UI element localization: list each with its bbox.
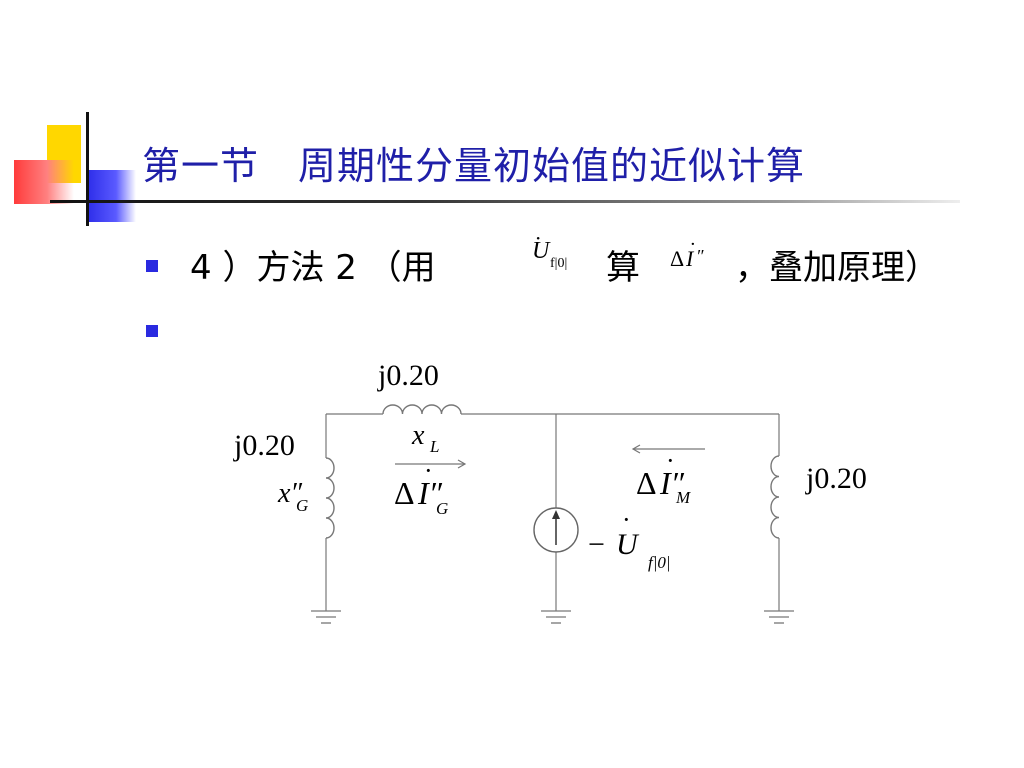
bullet-marker-2 (146, 325, 158, 337)
ground-icon-middle (541, 610, 571, 624)
label-delta-m: Δ (636, 465, 657, 501)
label-ig-sub: G (436, 499, 448, 518)
ground-icon-left (311, 610, 341, 624)
inductor-left (325, 457, 335, 539)
label-im-sub: M (675, 488, 691, 507)
dot-accent: · (666, 446, 675, 475)
logo-red-square (14, 160, 74, 204)
bullet-1-suffix: ，叠加原理） (735, 248, 939, 288)
label-xg-sub: G (296, 496, 308, 515)
label-left-reactance: j0.20 (233, 429, 295, 462)
dot-accent: · (622, 505, 631, 534)
arrow-right-icon (395, 459, 467, 469)
math-u-sub: f|0| (550, 256, 568, 271)
title-underline (50, 200, 960, 203)
math-i-base: I (686, 246, 694, 271)
label-delta-g: Δ (394, 475, 415, 511)
slide-title: 第一节 周期性分量初始值的近似计算 (142, 144, 806, 188)
math-delta-i: Δ · I ″ (670, 234, 730, 280)
inductor-top (382, 404, 462, 415)
label-xl-sub: L (429, 437, 439, 456)
arrow-left-icon (631, 444, 705, 454)
label-source-sign: − (588, 528, 605, 561)
label-im: I″ (659, 465, 685, 501)
bullet-1-prefix: 4 ）方法 2 （用 (190, 248, 436, 288)
math-delta: Δ (670, 246, 685, 271)
dot-accent: · (535, 226, 542, 250)
label-xg: x″ (277, 478, 302, 509)
source-arrow-icon (552, 510, 560, 519)
label-xl: x (411, 420, 425, 451)
math-u-f0: · U f|0| (530, 226, 600, 284)
ground-icon-right (764, 610, 794, 624)
bullet-1-mid: 算 (606, 248, 640, 288)
circuit-wires (325, 413, 780, 611)
dot-accent: · (690, 234, 696, 255)
math-prime: ″ (696, 246, 704, 266)
bullet-marker-1 (146, 260, 158, 272)
label-right-reactance: j0.20 (805, 462, 867, 495)
dot-accent: · (424, 456, 433, 485)
logo-vertical-line (86, 112, 89, 226)
label-top-reactance: j0.20 (377, 359, 439, 392)
label-source-u: U (616, 528, 640, 561)
label-source-sub: f|0| (648, 553, 671, 572)
label-ig: I″ (417, 475, 443, 511)
math-u-base: U (532, 238, 550, 264)
logo-blue-square (86, 170, 136, 222)
inductor-right (770, 455, 780, 539)
